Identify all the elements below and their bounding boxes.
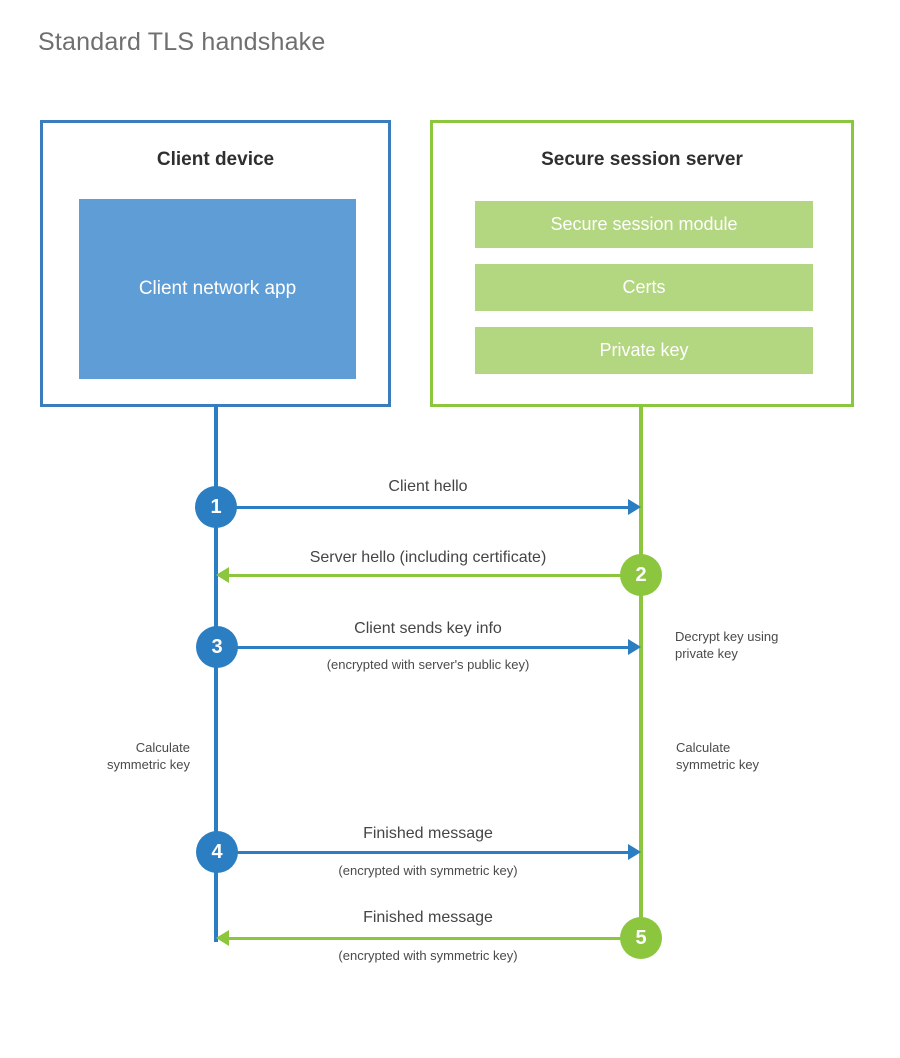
step-4-badge: 4: [196, 831, 238, 873]
step-5-arrow-head-icon: [216, 930, 229, 946]
annotation-client-calculate-symmetric-key: Calculate symmetric key: [106, 740, 190, 773]
server-block-certs: Certs: [475, 264, 813, 311]
step-2-label: Server hello (including certificate): [309, 549, 547, 566]
step-3-badge: 3: [196, 626, 238, 668]
step-5-arrow-line: [228, 937, 640, 940]
server-block-secure-session-module: Secure session module: [475, 201, 813, 248]
step-2-arrow-line: [228, 574, 640, 577]
client-device-title: Client device: [156, 149, 275, 170]
step-4-arrow-line: [216, 851, 628, 854]
annotation-decrypt-key: Decrypt key using private key: [675, 629, 779, 662]
client-lifeline: [214, 404, 218, 942]
server-block-private-key: Private key: [475, 327, 813, 374]
step-3-arrow-line: [216, 646, 628, 649]
step-2-badge: 2: [620, 554, 662, 596]
step-1-badge: 1: [195, 486, 237, 528]
secure-session-server-title: Secure session server: [541, 149, 743, 170]
page-title: Standard TLS handshake: [38, 28, 326, 56]
annotation-server-calculate-symmetric-key: Calculate symmetric key: [676, 740, 760, 773]
step-4-arrow-head-icon: [628, 844, 641, 860]
step-5-sublabel: (encrypted with symmetric key): [338, 948, 518, 963]
step-5-label: Finished message: [363, 909, 493, 926]
step-2-arrow-head-icon: [216, 567, 229, 583]
secure-session-server-box: Secure session server Secure session mod…: [430, 120, 854, 407]
step-4-label: Finished message: [363, 825, 493, 842]
step-3-arrow-head-icon: [628, 639, 641, 655]
step-3-sublabel: (encrypted with server's public key): [326, 657, 530, 672]
client-network-app-block: Client network app: [79, 199, 356, 379]
server-lifeline: [639, 404, 643, 940]
step-5-badge: 5: [620, 917, 662, 959]
step-3-label: Client sends key info: [354, 620, 502, 637]
step-1-label: Client hello: [388, 478, 468, 495]
step-1-arrow-head-icon: [628, 499, 641, 515]
client-device-box: Client device Client network app: [40, 120, 391, 407]
step-1-arrow-line: [216, 506, 628, 509]
step-4-sublabel: (encrypted with symmetric key): [338, 863, 518, 878]
